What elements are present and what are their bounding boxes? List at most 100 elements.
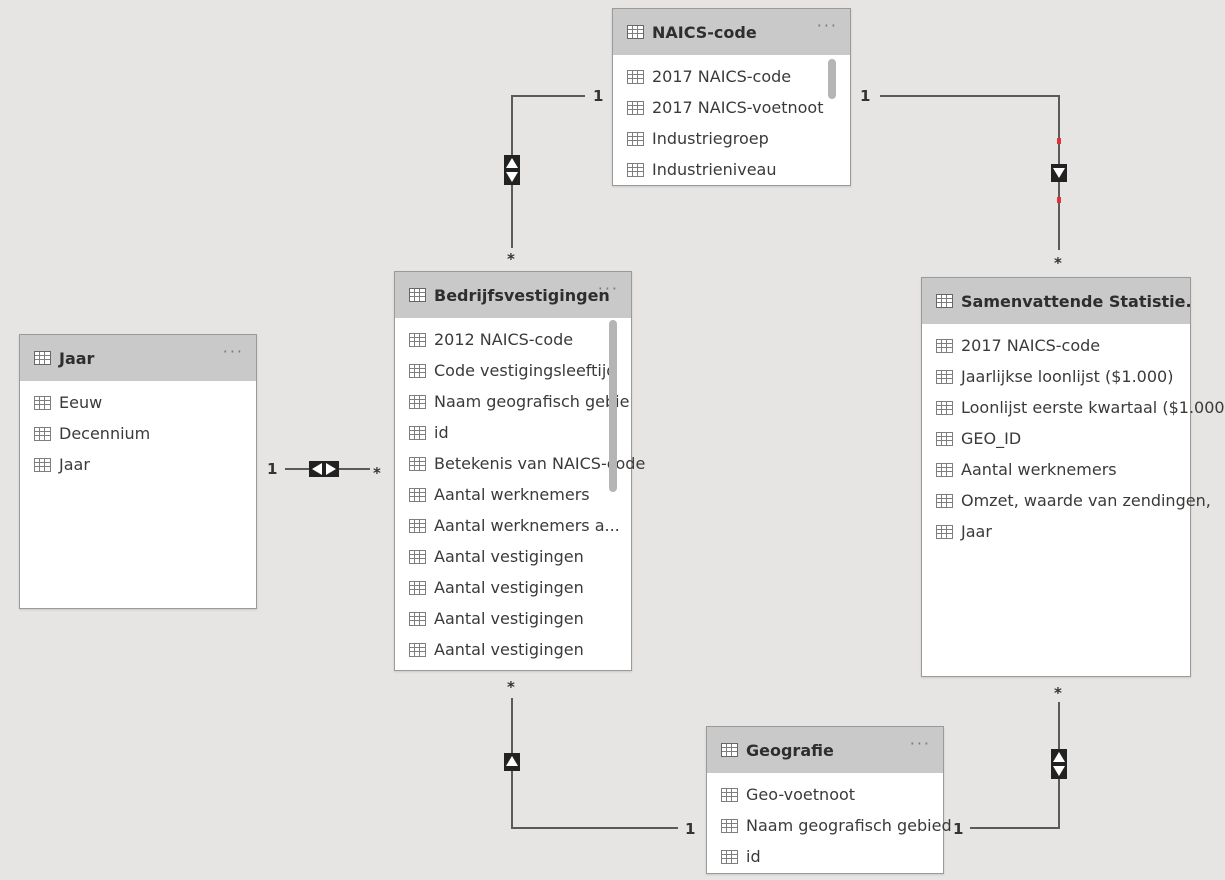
field-row[interactable]: Jaarlijkse loonlijst ($1.000) xyxy=(922,361,1190,392)
arrow-down-icon xyxy=(506,172,518,182)
field-row[interactable]: Aantal vestigingen xyxy=(395,634,631,665)
cardinality-one: 1 xyxy=(953,820,963,838)
field-row[interactable]: Naam geografisch gebied xyxy=(707,810,952,841)
column-icon xyxy=(409,456,426,471)
table-card-bedrijfsvestigingen[interactable]: Bedrijfsvestigingen ··· 2012 NAICS-code … xyxy=(394,271,645,671)
field-row[interactable]: 2017 NAICS-code xyxy=(922,330,1190,361)
more-options-icon[interactable]: ··· xyxy=(222,342,244,361)
table-card-samenvattende-statistieken[interactable]: Samenvattende Statistie. 2017 NAICS-code… xyxy=(921,277,1225,677)
relationship-lines: 1 1 * * 1 * * 1 * 1 xyxy=(267,87,1067,838)
column-icon xyxy=(627,162,644,177)
field-label: Betekenis van NAICS-code xyxy=(434,454,646,473)
arrow-left-icon xyxy=(312,463,322,475)
column-icon xyxy=(936,338,953,353)
arrow-up-icon xyxy=(506,158,518,168)
field-row[interactable]: Omzet, waarde van zendingen, xyxy=(922,485,1211,516)
field-list: 2017 NAICS-code Jaarlijkse loonlijst ($1… xyxy=(922,324,1225,547)
field-row[interactable]: Aantal werknemers a... xyxy=(395,510,631,541)
column-icon xyxy=(409,611,426,626)
field-row[interactable]: id xyxy=(395,417,631,448)
column-icon xyxy=(936,431,953,446)
column-icon xyxy=(721,849,738,864)
table-title: NAICS-code xyxy=(652,22,757,42)
rel-geo-samen-line xyxy=(970,702,1060,829)
arrow-up-icon xyxy=(1053,752,1065,762)
cardinality-one: 1 xyxy=(593,87,603,105)
field-label: 2012 NAICS-code xyxy=(434,330,574,349)
column-icon xyxy=(627,131,644,146)
table-title: Bedrijfsvestigingen xyxy=(434,285,610,305)
field-row[interactable]: Loonlijst eerste kwartaal ($1.000 xyxy=(922,392,1225,423)
field-row[interactable]: id xyxy=(707,841,943,872)
table-header[interactable]: Geografie ··· xyxy=(707,727,943,773)
column-icon xyxy=(936,400,953,415)
more-options-icon[interactable]: ··· xyxy=(816,16,838,35)
more-options-icon[interactable]: ··· xyxy=(909,734,931,753)
field-row[interactable]: Betekenis van NAICS-code xyxy=(395,448,645,479)
field-label: GEO_ID xyxy=(961,429,1022,448)
field-row[interactable]: Decennium xyxy=(20,418,256,449)
more-options-icon[interactable]: ··· xyxy=(597,279,619,298)
field-row[interactable]: Industrieniveau xyxy=(613,154,850,185)
table-header[interactable]: Bedrijfsvestigingen ··· xyxy=(395,272,631,318)
field-label: Jaar xyxy=(961,522,992,541)
cardinality-many: * xyxy=(1054,684,1062,702)
field-label: 2017 NAICS-code xyxy=(961,336,1101,355)
field-row[interactable]: GEO_ID xyxy=(922,423,1190,454)
field-label: Geo-voetnoot xyxy=(746,785,856,804)
field-label: Aantal werknemers a... xyxy=(434,516,620,535)
field-list: Eeuw Decennium Jaar xyxy=(20,381,256,480)
column-icon xyxy=(409,332,426,347)
table-header[interactable]: NAICS-code ··· xyxy=(613,9,850,55)
field-row[interactable]: 2017 NAICS-voetnoot xyxy=(613,92,850,123)
column-icon xyxy=(34,457,51,472)
column-icon xyxy=(409,642,426,657)
field-row[interactable]: Aantal vestigingen xyxy=(395,541,631,572)
field-row[interactable]: Code vestigingsleeftijd xyxy=(395,355,631,386)
field-row[interactable]: Jaar xyxy=(20,449,256,480)
field-label: Industriegroep xyxy=(652,129,769,148)
field-label: Aantal vestigingen xyxy=(434,547,584,566)
column-icon xyxy=(34,426,51,441)
table-header[interactable]: Jaar ··· xyxy=(20,335,256,381)
table-icon xyxy=(34,351,51,365)
field-row[interactable]: Aantal werknemers xyxy=(922,454,1190,485)
column-icon xyxy=(409,518,426,533)
column-icon xyxy=(936,369,953,384)
field-row[interactable]: Aantal vestigingen xyxy=(395,572,631,603)
field-label: Industrieniveau xyxy=(652,160,777,179)
field-list: 2017 NAICS-code 2017 NAICS-voetnoot Indu… xyxy=(613,55,850,185)
field-row[interactable]: 2012 NAICS-code xyxy=(395,324,631,355)
field-row[interactable]: Eeuw xyxy=(20,387,256,418)
field-label: Omzet, waarde van zendingen, xyxy=(961,491,1211,510)
column-icon xyxy=(627,100,644,115)
column-icon xyxy=(409,580,426,595)
field-row[interactable]: Jaar xyxy=(922,516,1190,547)
field-label: Aantal werknemers xyxy=(961,460,1117,479)
field-row[interactable]: Geo-voetnoot xyxy=(707,779,943,810)
field-label: Eeuw xyxy=(59,393,103,412)
field-label: Code vestigingsleeftijd xyxy=(434,361,617,380)
field-row[interactable]: 2017 NAICS-code xyxy=(613,61,850,92)
table-card-naics-code[interactable]: NAICS-code ··· 2017 NAICS-code 2017 NAIC… xyxy=(612,8,851,186)
scrollbar[interactable] xyxy=(828,59,836,99)
column-icon xyxy=(409,363,426,378)
arrow-up-icon xyxy=(506,756,518,766)
field-row[interactable]: Aantal vestigingen xyxy=(395,603,631,634)
table-icon xyxy=(721,743,738,757)
scrollbar[interactable] xyxy=(609,320,617,492)
field-label: Aantal vestigingen xyxy=(434,578,584,597)
column-icon xyxy=(936,462,953,477)
table-card-jaar[interactable]: Jaar ··· Eeuw Decennium Jaar xyxy=(19,334,257,609)
table-card-geografie[interactable]: Geografie ··· Geo-voetnoot Naam geografi… xyxy=(706,726,952,874)
field-label: Loonlijst eerste kwartaal ($1.000 xyxy=(961,398,1225,417)
table-icon xyxy=(409,288,426,302)
field-label: Decennium xyxy=(59,424,151,443)
field-row[interactable]: Industriegroep xyxy=(613,123,850,154)
field-label: 2017 NAICS-voetnoot xyxy=(652,98,824,117)
field-list: 2012 NAICS-code Code vestigingsleeftijd … xyxy=(395,318,645,665)
field-row[interactable]: Naam geografisch gebie xyxy=(395,386,631,417)
field-row[interactable]: Aantal werknemers xyxy=(395,479,631,510)
table-header[interactable]: Samenvattende Statistie. xyxy=(922,278,1192,324)
